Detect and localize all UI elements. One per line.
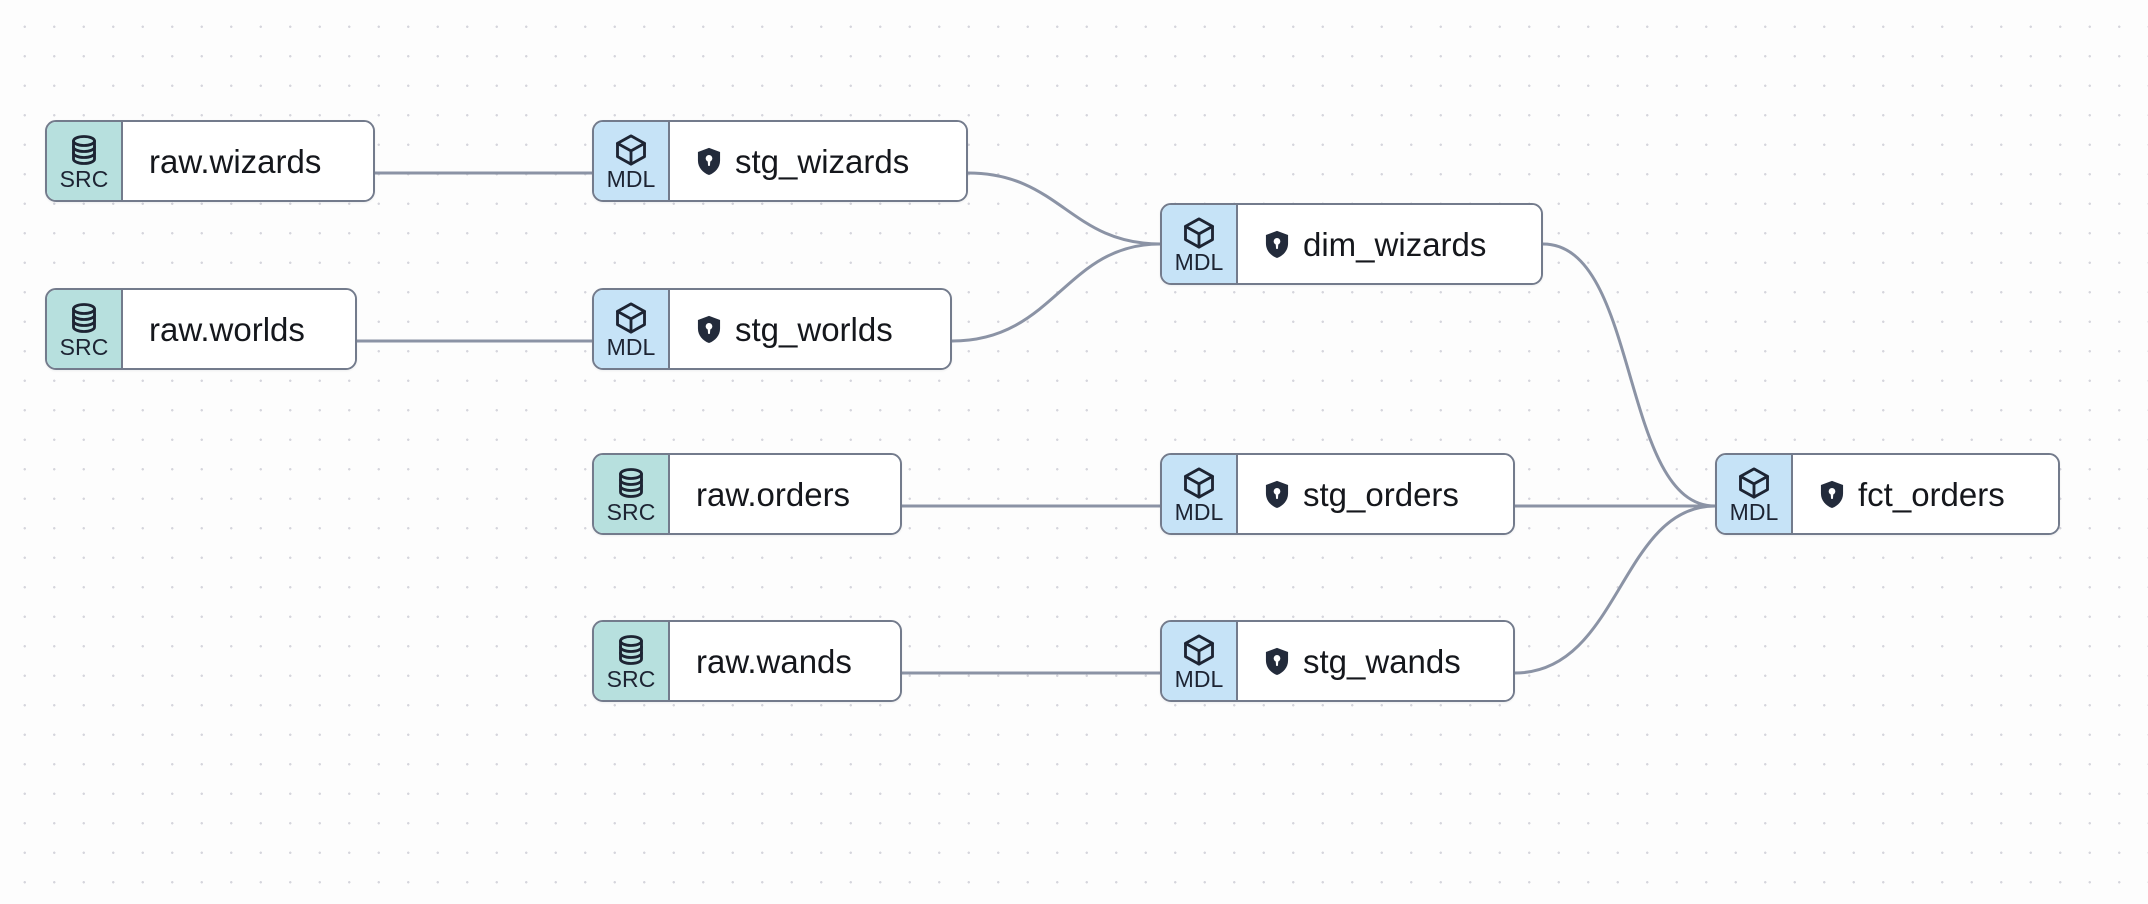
node-raw_wizards[interactable]: SRC raw.wizards: [45, 120, 375, 202]
node-badge-src: SRC: [594, 455, 670, 533]
node-raw_worlds[interactable]: SRC raw.worlds: [45, 288, 357, 370]
node-body: fct_orders: [1793, 455, 2058, 533]
node-body: stg_wizards: [670, 122, 966, 200]
database-icon: [619, 634, 643, 665]
node-body: stg_orders: [1238, 455, 1513, 533]
shield-lock-icon: [697, 315, 721, 343]
node-body: raw.wands: [670, 622, 900, 700]
node-badge-mdl: MDL: [1162, 622, 1238, 700]
edge-stg_worlds-to-dim_wizards: [950, 242, 1162, 343]
node-badge-mdl: MDL: [1162, 455, 1238, 533]
badge-label: MDL: [1174, 665, 1224, 692]
node-badge-src: SRC: [47, 122, 123, 200]
cube-icon: [1184, 633, 1214, 666]
node-label: stg_orders: [1303, 475, 1459, 513]
node-body: raw.worlds: [123, 290, 355, 368]
node-badge-mdl: MDL: [594, 290, 670, 368]
node-raw_orders[interactable]: SRC raw.orders: [592, 453, 902, 535]
node-label: stg_worlds: [735, 310, 893, 348]
edge-stg_wizards-to-dim_wizards: [966, 171, 1162, 246]
cube-icon: [1739, 466, 1769, 499]
node-badge-mdl: MDL: [1162, 205, 1238, 283]
node-label: raw.worlds: [149, 310, 305, 348]
badge-label: SRC: [59, 165, 109, 192]
cube-icon: [1184, 216, 1214, 249]
node-badge-src: SRC: [594, 622, 670, 700]
badge-label: SRC: [606, 498, 656, 525]
shield-lock-icon: [697, 147, 721, 175]
database-icon: [619, 467, 643, 498]
cube-icon: [616, 133, 646, 166]
node-stg_wizards[interactable]: MDL stg_wizards: [592, 120, 968, 202]
node-stg_orders[interactable]: MDL stg_orders: [1160, 453, 1515, 535]
node-body: stg_worlds: [670, 290, 950, 368]
node-label: raw.wizards: [149, 142, 322, 180]
shield-lock-icon: [1265, 230, 1289, 258]
edge-stg_wands-to-fct_orders: [1513, 504, 1717, 675]
node-dim_wizards[interactable]: MDL dim_wizards: [1160, 203, 1543, 285]
database-icon: [72, 134, 96, 165]
node-badge-mdl: MDL: [1717, 455, 1793, 533]
node-label: raw.orders: [696, 475, 851, 513]
edge-dim_wizards-to-fct_orders: [1541, 242, 1717, 508]
shield-lock-icon: [1820, 480, 1844, 508]
node-label: stg_wizards: [735, 142, 910, 180]
node-label: dim_wizards: [1303, 225, 1487, 263]
cube-icon: [616, 301, 646, 334]
node-raw_wands[interactable]: SRC raw.wands: [592, 620, 902, 702]
badge-label: MDL: [1729, 498, 1779, 525]
shield-lock-icon: [1265, 480, 1289, 508]
badge-label: MDL: [606, 165, 656, 192]
node-fct_orders[interactable]: MDL fct_orders: [1715, 453, 2060, 535]
node-label: fct_orders: [1858, 475, 2005, 513]
badge-label: SRC: [59, 333, 109, 360]
node-badge-src: SRC: [47, 290, 123, 368]
badge-label: SRC: [606, 665, 656, 692]
badge-label: MDL: [1174, 498, 1224, 525]
node-body: stg_wands: [1238, 622, 1513, 700]
badge-label: MDL: [606, 333, 656, 360]
node-stg_worlds[interactable]: MDL stg_worlds: [592, 288, 952, 370]
node-label: stg_wands: [1303, 642, 1461, 680]
node-body: dim_wizards: [1238, 205, 1541, 283]
database-icon: [72, 302, 96, 333]
node-body: raw.orders: [670, 455, 900, 533]
shield-lock-icon: [1265, 647, 1289, 675]
cube-icon: [1184, 466, 1214, 499]
node-label: raw.wands: [696, 642, 852, 680]
node-stg_wands[interactable]: MDL stg_wands: [1160, 620, 1515, 702]
node-badge-mdl: MDL: [594, 122, 670, 200]
node-body: raw.wizards: [123, 122, 373, 200]
badge-label: MDL: [1174, 248, 1224, 275]
